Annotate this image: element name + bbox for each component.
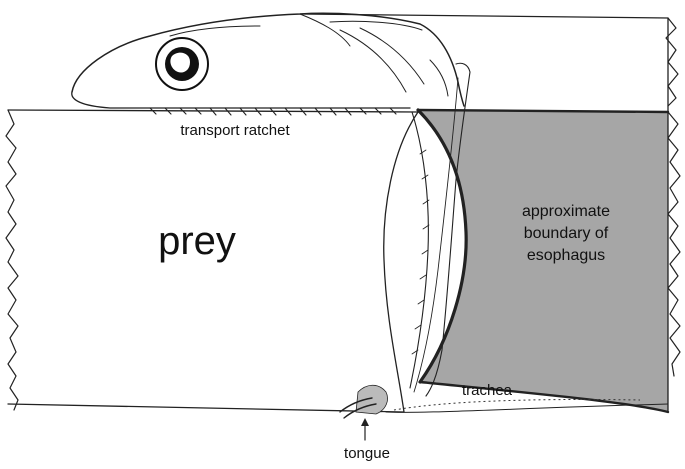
snake-body-outline [299,13,669,113]
tongue-sheath [355,384,388,415]
snake-snout [71,91,411,109]
label-esophagus-line2: boundary of [524,225,609,242]
trachea-line [393,398,641,411]
label-tongue: tongue [344,445,390,462]
chin-outline [385,403,669,413]
transport-ratchet-teeth [149,107,397,116]
tongue-shape [339,397,377,419]
jaw-inner-line [413,77,459,393]
esophagus-bottom-line [418,380,670,414]
snake-body-break-line [665,17,681,377]
label-esophagus-line3: esophagus [527,247,605,264]
label-prey: prey [158,219,236,263]
prey-outline [7,109,419,413]
label-transport-ratchet: transport ratchet [180,122,290,139]
head-scale-lines [169,13,449,97]
esophagus-top-line [416,108,670,114]
lower-jaw-teeth [411,149,430,355]
quadrate-bone [425,62,471,397]
label-trachea: trachea [462,382,513,399]
label-esophagus-line1: approximate [522,203,610,220]
prey-break-line [5,109,19,411]
eye-highlight [170,52,190,73]
tongue-arrowhead [361,418,369,426]
